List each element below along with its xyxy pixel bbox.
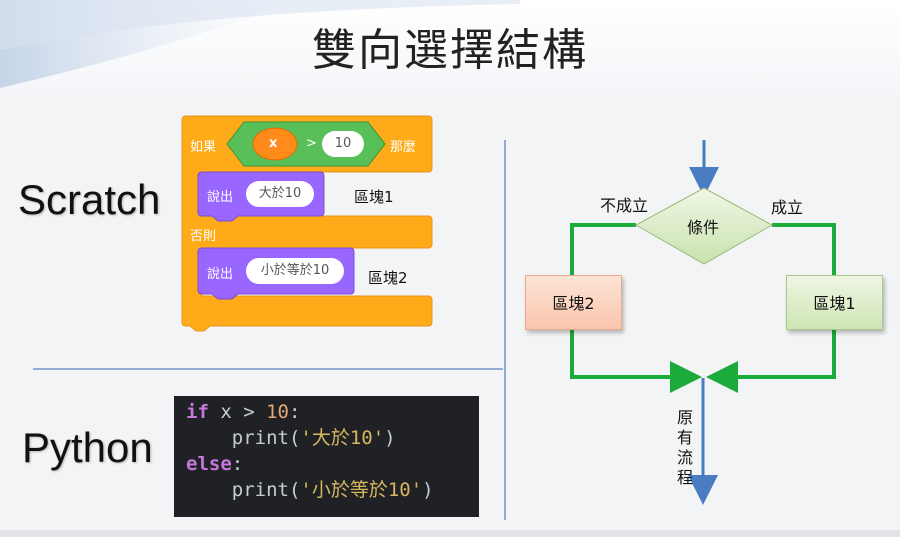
- block1-box: 區塊1: [786, 275, 883, 330]
- if-label: 如果: [190, 140, 217, 155]
- false-label: 不成立: [600, 196, 649, 215]
- flow-char: 原: [676, 408, 693, 427]
- left-merge-line: [570, 330, 702, 393]
- code-print: print(: [231, 427, 301, 449]
- condition-label: 條件: [687, 218, 720, 237]
- python-code-block: if x > 10: print('大於10') else: print('小於…: [174, 396, 479, 517]
- flow-char: 有: [676, 428, 693, 447]
- horizontal-divider: [33, 368, 503, 370]
- operator-gt: >: [306, 136, 317, 151]
- condition-diamond: [634, 187, 774, 265]
- true-label: 成立: [771, 198, 804, 217]
- code-number: 10: [266, 401, 289, 423]
- keyword-else: else: [186, 453, 232, 475]
- scratch-label: Scratch: [18, 176, 161, 223]
- code-close-paren: ): [384, 427, 396, 449]
- code-condition: x >: [208, 401, 267, 423]
- say2-label: 說出: [207, 267, 234, 282]
- code-line-4: print('小於等於10'): [186, 477, 479, 503]
- true-branch-line: [772, 223, 836, 276]
- then-label: 那麼: [390, 140, 417, 155]
- else-label: 否則: [190, 229, 217, 244]
- vertical-divider: [504, 140, 506, 520]
- say2-value-input[interactable]: 小於等於10: [246, 258, 344, 284]
- code-colon: :: [288, 401, 301, 423]
- false-branch-line: [570, 223, 636, 276]
- block2-box: 區塊2: [525, 275, 622, 330]
- code-close-paren: ): [422, 479, 434, 501]
- variable-x[interactable]: x: [269, 136, 278, 151]
- flow-char: 程: [676, 468, 693, 487]
- code-line-3: else:: [186, 451, 479, 477]
- header-swoosh: [0, 0, 520, 88]
- keyword-if: if: [186, 401, 209, 423]
- code-line-2: print('大於10'): [186, 425, 479, 451]
- say1-label: 說出: [207, 190, 234, 205]
- compare-value-input[interactable]: 10: [322, 131, 364, 157]
- python-label: Python: [22, 424, 153, 471]
- code-print: print(: [231, 479, 301, 501]
- block2-label: 區塊2: [368, 269, 408, 287]
- code-string: '小於等於10': [300, 479, 423, 501]
- right-merge-line: [706, 330, 836, 393]
- code-line-1: if x > 10:: [186, 399, 479, 425]
- flow-char: 流: [676, 448, 693, 467]
- page-title: 雙向選擇結構: [312, 25, 588, 76]
- original-flow-label: 原 有 流 程: [676, 408, 694, 488]
- code-string: '大於10': [300, 427, 385, 449]
- bottom-bar: [0, 530, 900, 537]
- code-colon: :: [231, 453, 244, 475]
- block1-label: 區塊1: [354, 188, 394, 206]
- say1-value-input[interactable]: 大於10: [246, 181, 314, 207]
